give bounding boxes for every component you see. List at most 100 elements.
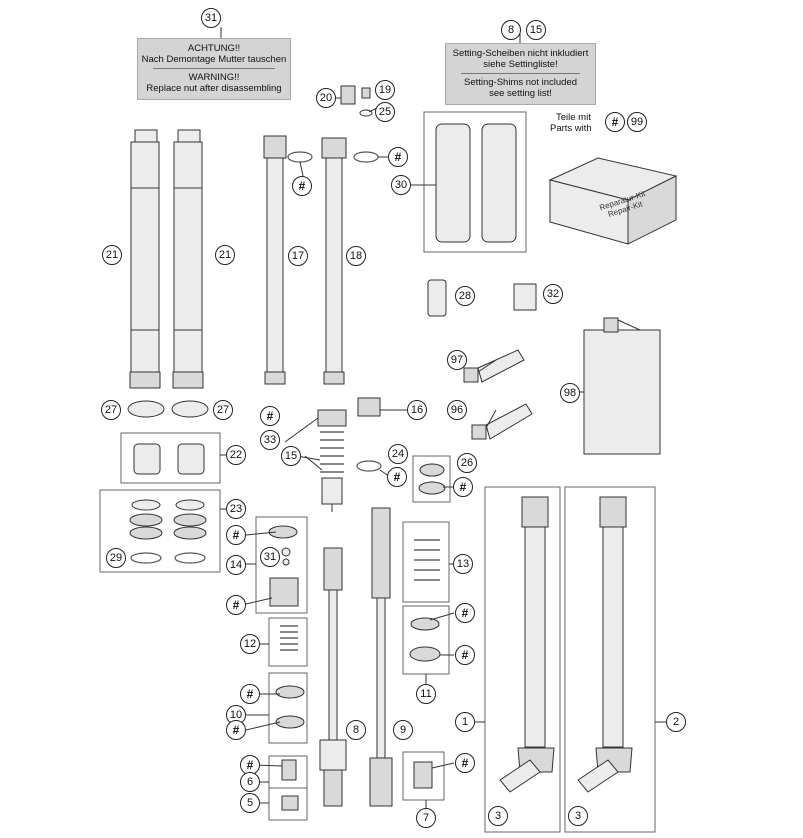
- fork-leg-1: [499, 496, 555, 793]
- box-30: [423, 111, 527, 253]
- ring-24: [356, 460, 382, 472]
- callout-31: 31: [260, 547, 280, 567]
- callout-14: 14: [226, 555, 246, 575]
- callout-12: 12: [240, 634, 260, 654]
- callout-33: 33: [260, 430, 280, 450]
- seal-23-l1: [131, 499, 161, 511]
- sticker-28: [427, 279, 447, 317]
- achtung-line2: Nach Demontage Mutter tauschen: [141, 54, 287, 65]
- repair-kit-box: [548, 157, 678, 245]
- box-5: [268, 787, 308, 821]
- seal-23-r3: [173, 526, 207, 540]
- leader-lines: [220, 27, 666, 808]
- o-ring-2: [353, 151, 379, 163]
- callout-28: 28: [455, 286, 475, 306]
- nut-20: [340, 85, 356, 105]
- callout-20: 20: [316, 88, 336, 108]
- callout-hash-4: #: [387, 467, 407, 487]
- adjuster-16: [357, 397, 381, 417]
- callout-99: 99: [627, 112, 647, 132]
- callout-23: 23: [226, 499, 246, 519]
- callout-6: 6: [240, 772, 260, 792]
- callout-hash-10: #: [240, 684, 260, 704]
- callout-7: 7: [416, 808, 436, 828]
- box-22: [120, 432, 221, 484]
- callout-31-top: 31: [201, 8, 221, 28]
- box-7: [402, 751, 445, 801]
- callout-29: 29: [106, 548, 126, 568]
- grease-tube-97: [463, 349, 525, 383]
- callout-hash-6: #: [226, 525, 246, 545]
- bushing-22-left: [133, 443, 161, 475]
- callout-3-right: 3: [568, 806, 588, 826]
- setting-line1: Setting-Scheiben nicht inkludiert: [452, 48, 589, 59]
- callout-15: 15: [281, 446, 301, 466]
- valve-10-bottom: [275, 715, 305, 729]
- valve-14-top: [268, 525, 298, 539]
- piston-26-base: [418, 481, 446, 495]
- callout-5: 5: [240, 793, 260, 813]
- setting-shims-note: Setting-Scheiben nicht inkludiert siehe …: [445, 43, 596, 105]
- damper-rod-8: [319, 547, 347, 807]
- teile-line1: Teile mit: [556, 112, 591, 123]
- callout-hash-1: #: [388, 147, 408, 167]
- seal-23-l2: [129, 513, 163, 527]
- callout-97: 97: [447, 350, 467, 370]
- callout-98: 98: [560, 383, 580, 403]
- callout-8: 8: [346, 720, 366, 740]
- callout-1: 1: [455, 712, 475, 732]
- callout-hash-parts: #: [605, 112, 625, 132]
- damper-rod-9: [369, 507, 393, 807]
- callout-hash-5: #: [453, 477, 473, 497]
- valve-10-top: [275, 685, 305, 699]
- protector-30-left: [435, 123, 471, 243]
- part-31-small: [281, 547, 291, 557]
- callout-22: 22: [226, 445, 246, 465]
- callout-96: 96: [447, 400, 467, 420]
- clip-27-right: [171, 400, 209, 418]
- callout-8-top: 8: [501, 20, 521, 40]
- screw-19: [361, 87, 371, 99]
- callout-21-right: 21: [215, 245, 235, 265]
- outer-tube-21-right: [172, 129, 204, 389]
- bushing-22-right: [177, 443, 205, 475]
- callout-19: 19: [375, 80, 395, 100]
- callout-hash-9: #: [455, 645, 475, 665]
- box-10: [268, 672, 308, 744]
- o-ring: [287, 151, 313, 163]
- callout-hash-11: #: [226, 720, 246, 740]
- callout-13: 13: [453, 554, 473, 574]
- valve-14-body: [269, 577, 299, 607]
- piston-11-bottom: [409, 646, 441, 662]
- piston-26: [419, 463, 445, 477]
- callout-9: 9: [393, 720, 413, 740]
- part-7: [413, 761, 433, 789]
- callout-hash-3: #: [260, 406, 280, 426]
- callout-16: 16: [407, 400, 427, 420]
- box-14: [255, 516, 308, 614]
- box-12: [268, 617, 308, 667]
- teile-mit-parts-with-text: Teile mit Parts with: [550, 112, 592, 134]
- warning-line1: WARNING!!: [188, 72, 240, 83]
- piston-11-top: [410, 617, 440, 631]
- setting-line4: see setting list!: [489, 88, 552, 99]
- callout-hash-8: #: [455, 603, 475, 623]
- box-fork-leg-1: [484, 486, 561, 833]
- cartridge-tube-18: [321, 137, 347, 385]
- oil-can-98: [583, 317, 661, 455]
- outer-tube-21-left: [129, 129, 161, 389]
- callout-27-left: 27: [101, 400, 121, 420]
- callout-hash-12: #: [240, 755, 260, 775]
- achtung-line1: ACHTUNG!!: [187, 43, 241, 54]
- callout-18: 18: [346, 246, 366, 266]
- callout-2: 2: [666, 712, 686, 732]
- part-5: [281, 795, 299, 811]
- callout-hash-13: #: [455, 753, 475, 773]
- seal-23-l3: [129, 526, 163, 540]
- callout-32: 32: [543, 284, 563, 304]
- fork-leg-2: [577, 496, 633, 793]
- box-26: [412, 455, 451, 503]
- spring-assembly-15: [317, 409, 347, 512]
- clip-27-left: [127, 400, 165, 418]
- callout-17: 17: [288, 246, 308, 266]
